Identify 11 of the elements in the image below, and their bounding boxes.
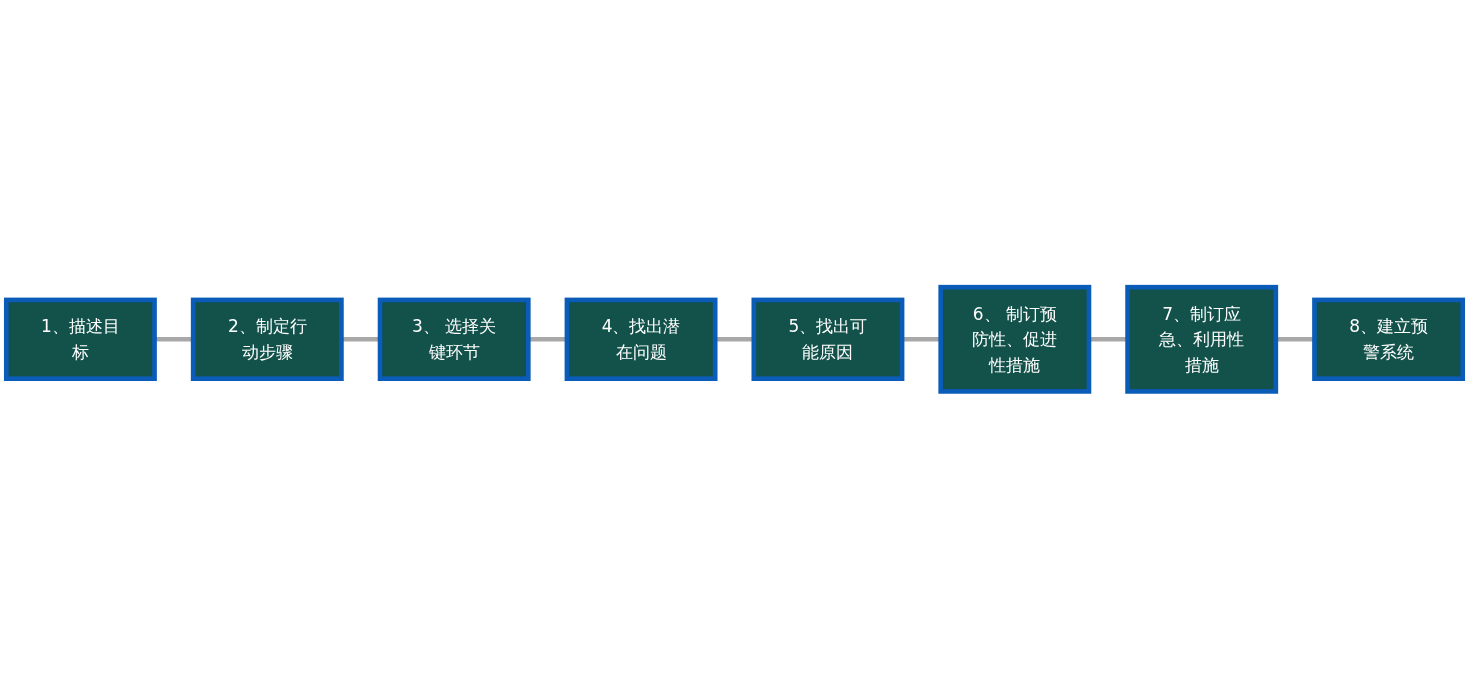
node-box: 7、制订应急、利用性措施 (1125, 285, 1279, 394)
node-box: 5、找出可能原因 (751, 297, 905, 382)
node-box: 1、描述目标 (3, 297, 157, 382)
node-box: 6、 制订预防性、促进性措施 (938, 285, 1092, 394)
node-box: 3、 选择关键环节 (377, 297, 531, 382)
node-box: 8、建立预警系统 (1312, 297, 1466, 382)
connector (528, 337, 567, 342)
connector (715, 337, 754, 342)
connector (902, 337, 941, 342)
node-box: 4、找出潜在问题 (564, 297, 718, 382)
node-box: 2、制定行动步骤 (190, 297, 344, 382)
